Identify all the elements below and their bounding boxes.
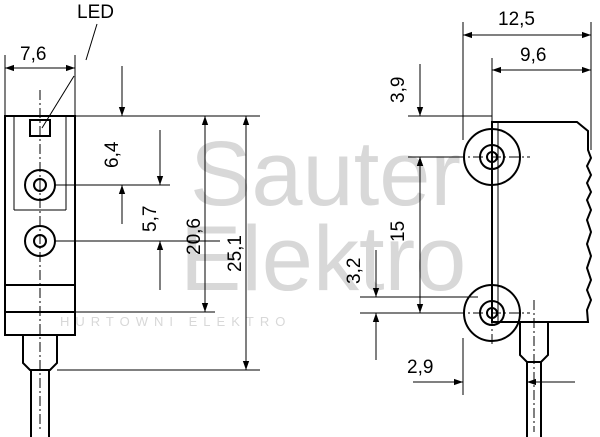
right-view: 12,5 9,6 3,9 15 3,2 2,9 [344, 9, 593, 437]
left-upper-hole-inner [33, 178, 47, 192]
dim-25-1-label: 25,1 [225, 235, 246, 272]
dim-2-9-label: 2,9 [407, 357, 433, 378]
dim-15-label: 15 [388, 221, 409, 242]
led-label: LED [77, 2, 114, 23]
dim-9-6-label: 9,6 [520, 45, 546, 66]
led-leader [85, 23, 98, 61]
watermark-line-2: Elektro [180, 208, 466, 310]
led-leader-2 [41, 75, 75, 129]
dim-3-2-label: 3,2 [344, 258, 365, 284]
left-width-label: 7,6 [20, 44, 46, 65]
watermark-line-3: HURTOWNI ELEKTRO [60, 314, 291, 329]
watermark-line-1: Sauter [190, 123, 461, 225]
dim-20-6-label: 20,6 [184, 218, 205, 255]
dim-3-9-label: 3,9 [388, 77, 409, 103]
left-view: LED 7,6 6,4 5,7 20,6 25,1 [4, 2, 260, 437]
dim-5-7-label: 5,7 [140, 206, 161, 232]
dim-12-5-label: 12,5 [498, 9, 535, 30]
dim-6-4-label: 6,4 [102, 141, 123, 168]
right-body [491, 121, 593, 323]
